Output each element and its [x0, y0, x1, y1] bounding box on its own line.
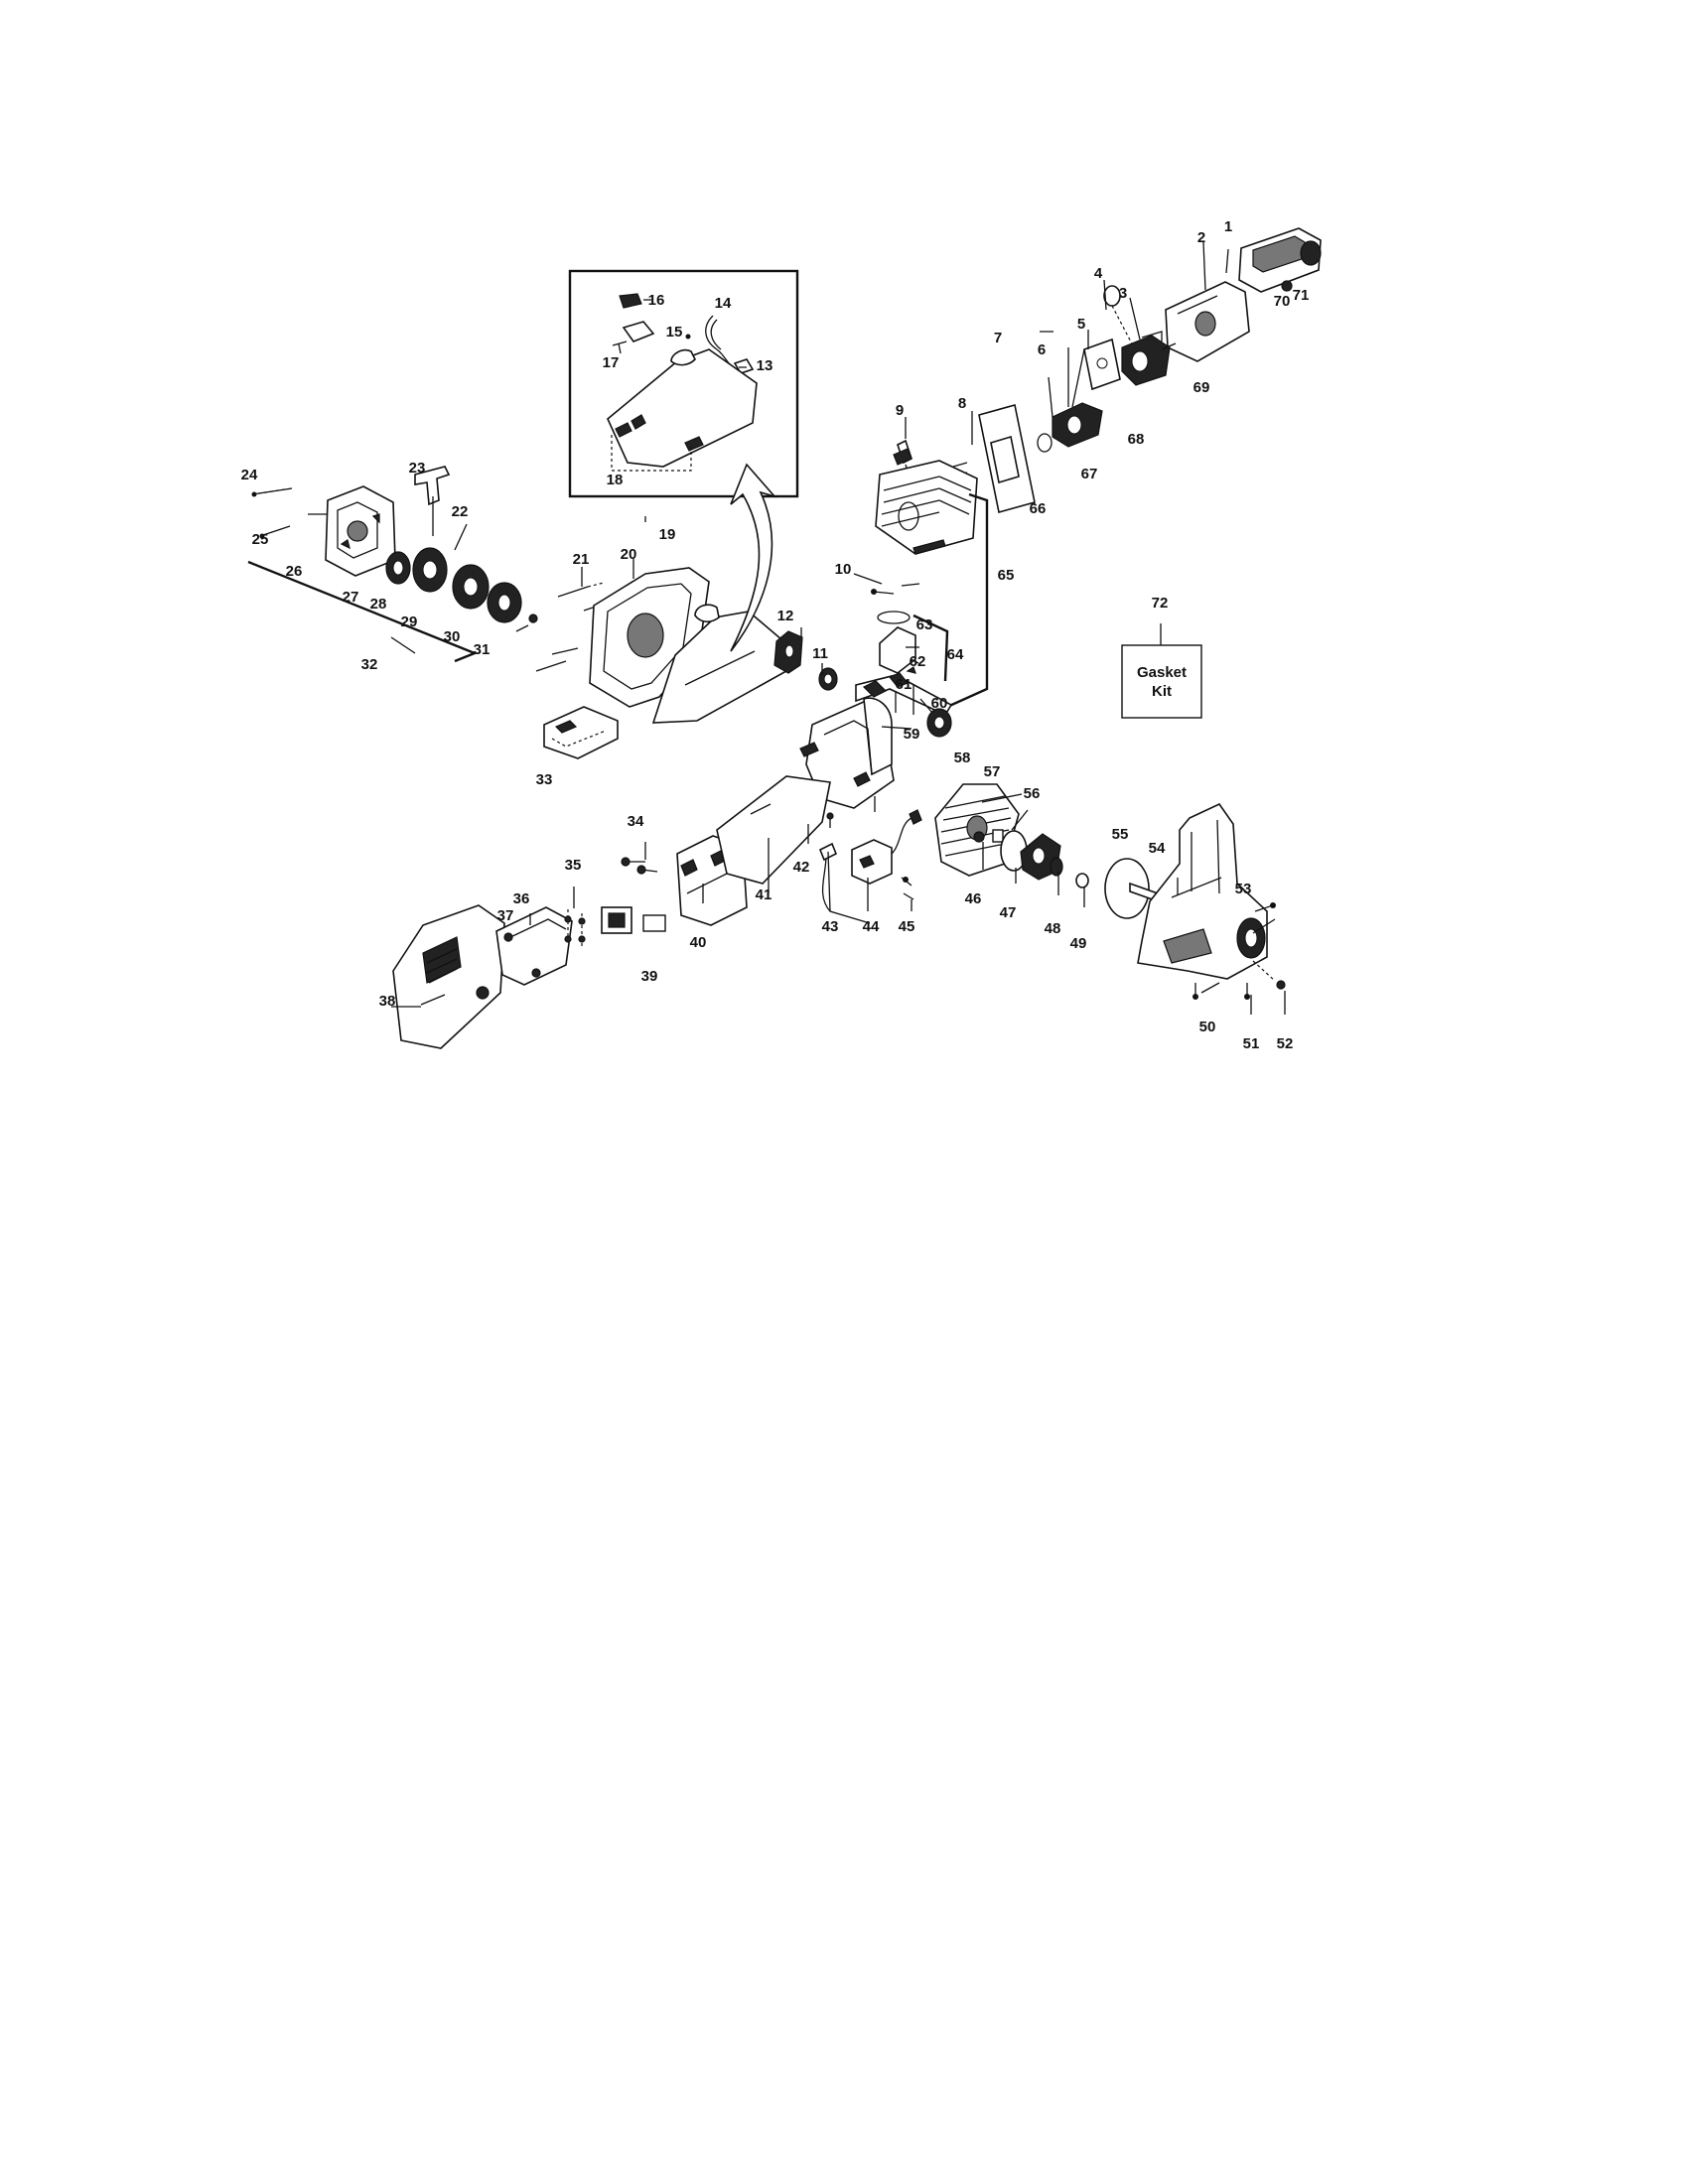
part-label-38: 38: [379, 993, 396, 1010]
part-label-56: 56: [1024, 785, 1041, 802]
part-label-64: 64: [947, 646, 964, 663]
part-label-33: 33: [536, 771, 553, 788]
part-label-27: 27: [343, 589, 359, 606]
part-label-53: 53: [1235, 881, 1252, 897]
part-number-labels: 1 2 3 4 5 6 7 8 9 10 11 12 13 14 15 16 1…: [241, 218, 1310, 1052]
part-label-14: 14: [715, 295, 732, 312]
part-label-3: 3: [1119, 285, 1127, 302]
part-label-23: 23: [409, 460, 426, 477]
part-label-29: 29: [401, 614, 418, 630]
part-label-41: 41: [756, 887, 772, 903]
gasket-kit-line2: Kit: [1152, 683, 1172, 700]
part-label-17: 17: [603, 354, 620, 371]
part-label-59: 59: [904, 726, 920, 743]
gasket-kit-line1: Gasket: [1137, 664, 1187, 681]
part-label-20: 20: [621, 546, 637, 563]
part-label-4: 4: [1094, 265, 1103, 282]
part-label-21: 21: [573, 551, 590, 568]
part-label-40: 40: [690, 934, 707, 951]
part-label-71: 71: [1293, 287, 1310, 304]
part-label-5: 5: [1077, 316, 1085, 333]
part-label-16: 16: [648, 292, 665, 309]
part-label-58: 58: [954, 750, 971, 766]
part-label-30: 30: [444, 628, 461, 645]
part-label-6: 6: [1038, 341, 1046, 358]
part-label-7: 7: [994, 330, 1002, 346]
air-filter-carb-group: [1037, 227, 1322, 453]
part-label-72: 72: [1152, 595, 1169, 612]
part-label-47: 47: [1000, 904, 1017, 921]
part-label-67: 67: [1081, 466, 1098, 482]
part-label-11: 11: [812, 645, 828, 662]
part-label-46: 46: [965, 890, 982, 907]
part-label-62: 62: [910, 653, 926, 670]
part-label-32: 32: [361, 656, 378, 673]
part-label-48: 48: [1045, 920, 1061, 937]
part-label-37: 37: [497, 907, 514, 924]
part-label-52: 52: [1277, 1035, 1294, 1052]
part-label-42: 42: [793, 859, 810, 876]
gasket-kit-box: Gasket Kit: [1121, 623, 1202, 719]
fuel-tank-inset: [568, 269, 799, 498]
part-label-50: 50: [1199, 1019, 1216, 1035]
part-label-45: 45: [899, 918, 915, 935]
part-label-57: 57: [984, 763, 1001, 780]
part-label-26: 26: [286, 563, 303, 580]
part-label-28: 28: [370, 596, 387, 613]
part-label-66: 66: [1030, 500, 1047, 517]
part-label-8: 8: [958, 395, 966, 412]
part-label-15: 15: [666, 324, 683, 341]
part-label-70: 70: [1274, 293, 1291, 310]
ignition-flywheel-group: [818, 783, 1089, 924]
part-label-25: 25: [252, 531, 269, 548]
part-label-22: 22: [452, 503, 469, 520]
part-label-34: 34: [628, 813, 644, 830]
part-label-51: 51: [1243, 1035, 1260, 1052]
part-label-1: 1: [1224, 218, 1232, 235]
part-label-9: 9: [896, 402, 904, 419]
part-label-49: 49: [1070, 935, 1087, 952]
muffler-group: [392, 775, 831, 1049]
starter-group: [247, 463, 789, 759]
part-label-35: 35: [565, 857, 582, 874]
part-label-68: 68: [1128, 431, 1145, 448]
part-label-10: 10: [835, 561, 852, 578]
part-label-24: 24: [241, 467, 258, 483]
part-label-19: 19: [659, 526, 676, 543]
part-label-55: 55: [1112, 826, 1129, 843]
part-label-18: 18: [607, 472, 624, 488]
part-label-44: 44: [863, 918, 880, 935]
part-label-13: 13: [757, 357, 773, 374]
part-label-69: 69: [1193, 379, 1210, 396]
part-label-12: 12: [777, 608, 794, 624]
part-label-31: 31: [474, 641, 491, 658]
part-label-65: 65: [998, 567, 1015, 584]
part-label-36: 36: [513, 890, 530, 907]
part-label-61: 61: [896, 676, 912, 693]
part-label-2: 2: [1197, 229, 1205, 246]
clutch-housing-group: [1104, 802, 1286, 1000]
part-label-43: 43: [822, 918, 839, 935]
part-label-60: 60: [931, 695, 948, 712]
part-label-54: 54: [1149, 840, 1166, 857]
part-label-63: 63: [916, 616, 933, 633]
part-label-39: 39: [641, 968, 658, 985]
